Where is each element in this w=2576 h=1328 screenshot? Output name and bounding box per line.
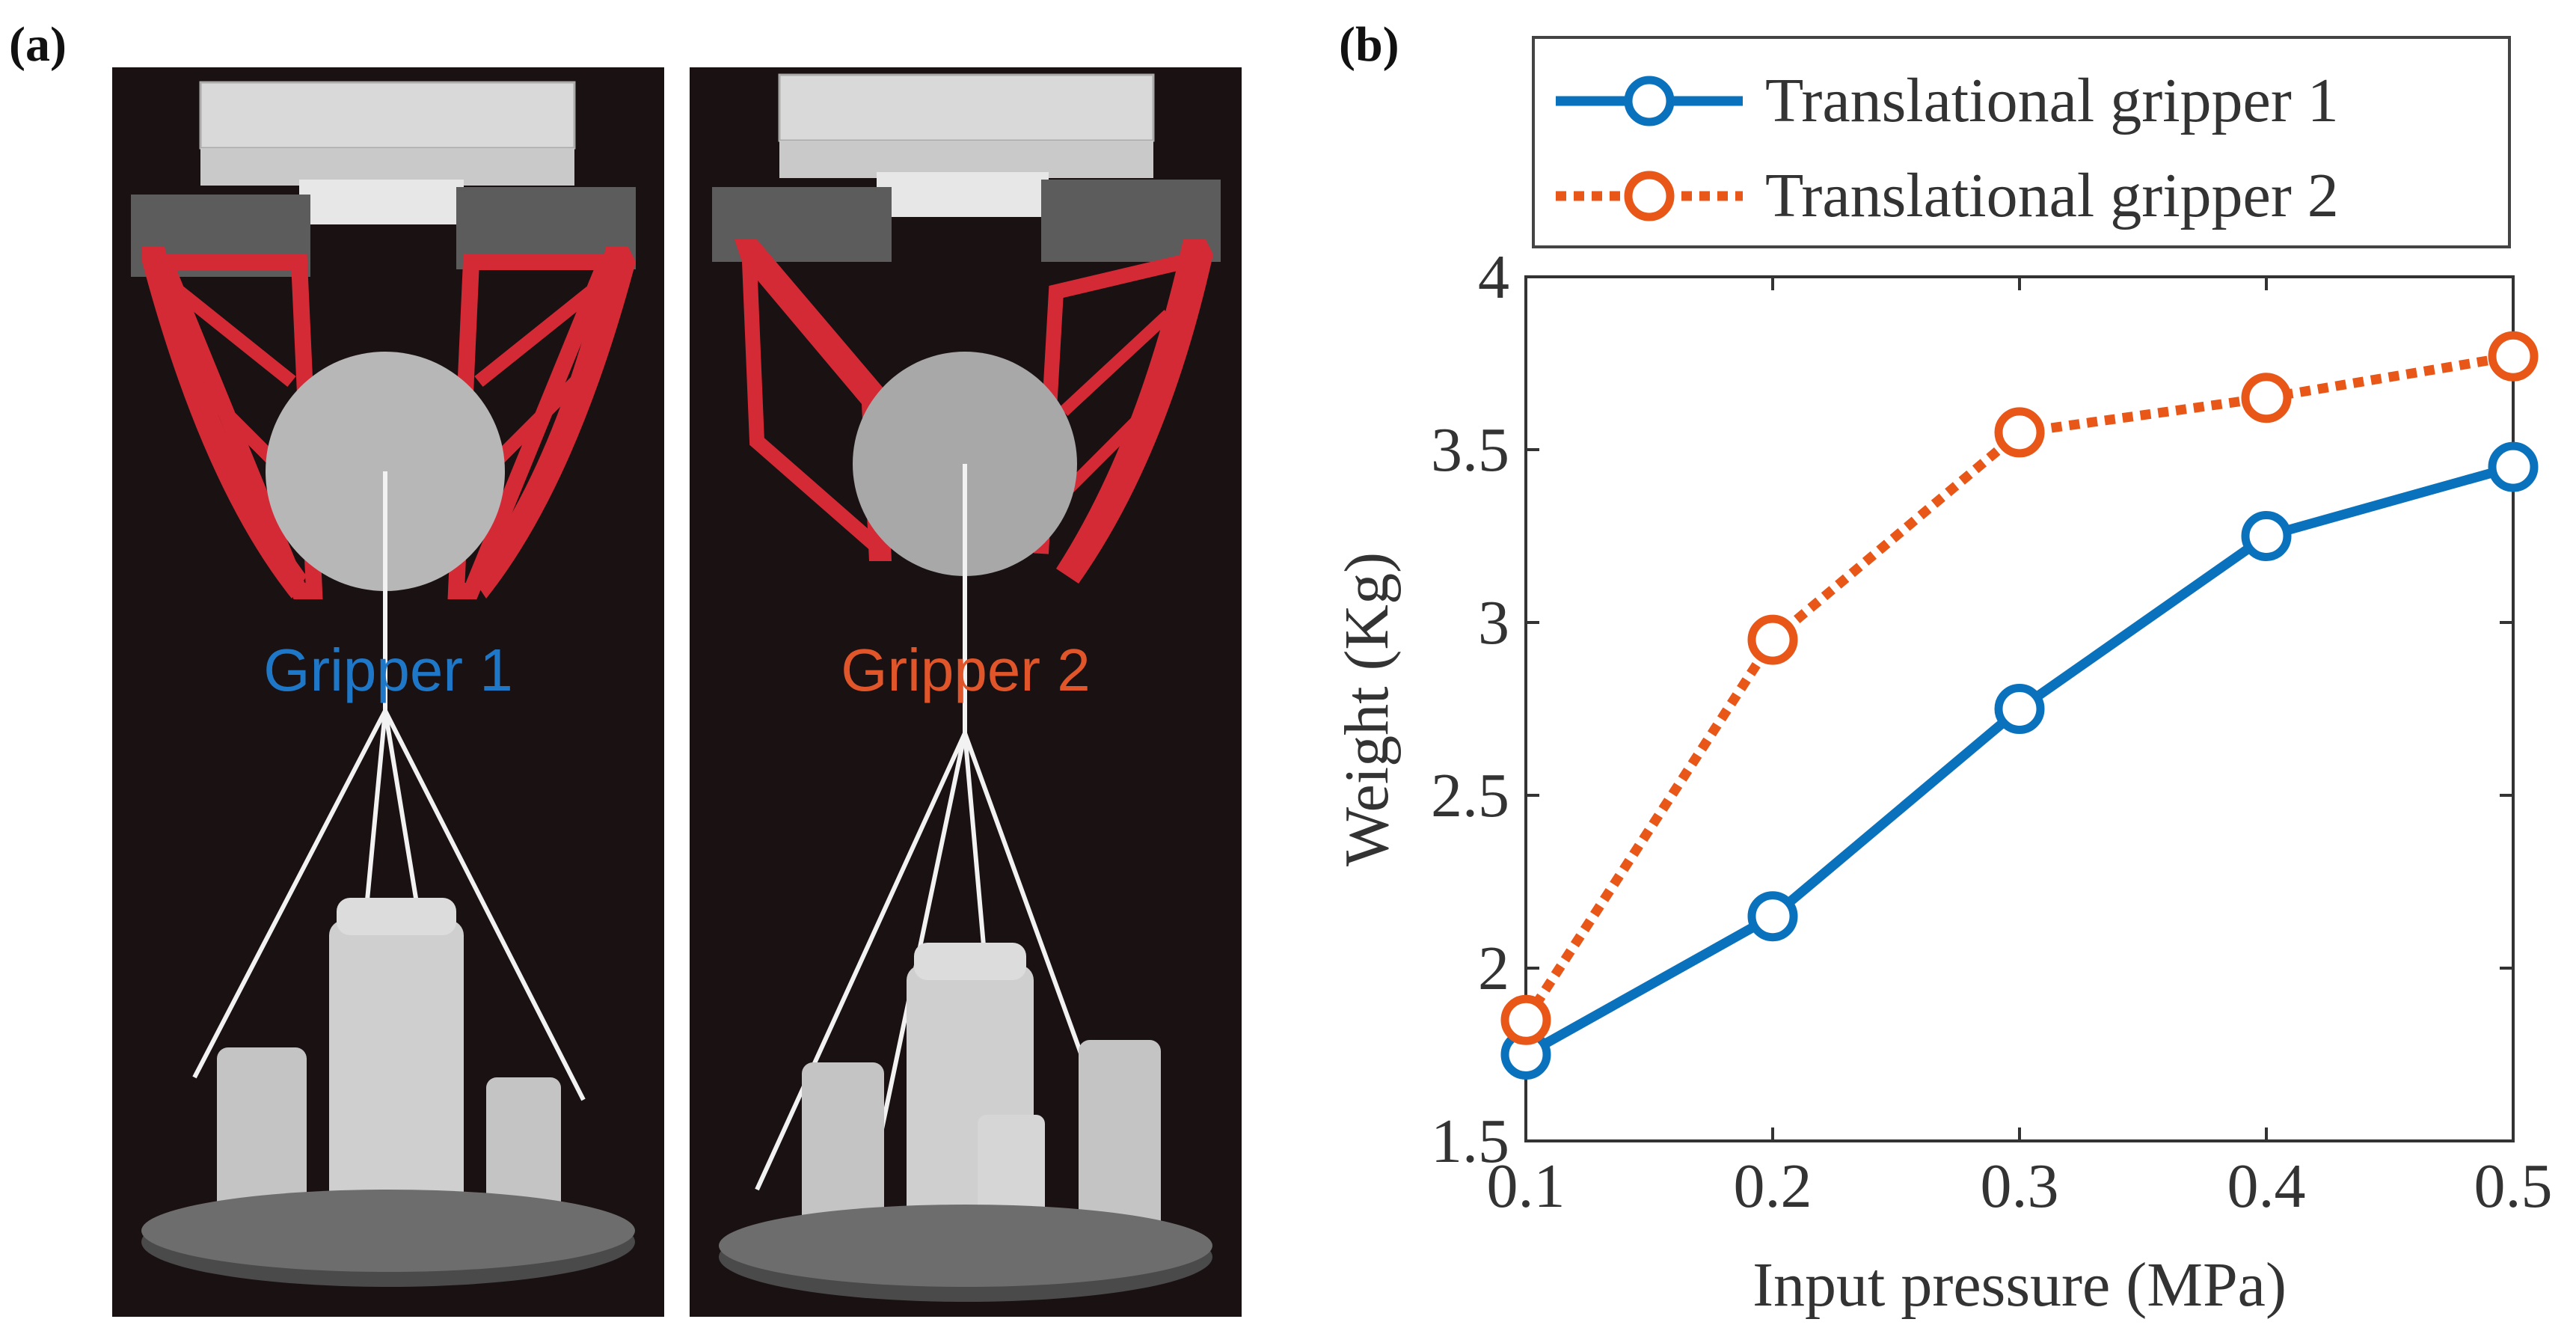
slider-block xyxy=(299,180,464,224)
finger-left-truss xyxy=(152,254,323,599)
panel-label-a: (a) xyxy=(9,17,67,72)
x-tick-label: 0.4 xyxy=(2227,1151,2306,1221)
series-1-point xyxy=(2241,511,2292,561)
photo-gripper-1: Gripper 1 xyxy=(112,67,664,1317)
series-1-point xyxy=(1747,891,1798,942)
finger-right-truss xyxy=(447,254,619,599)
legend-box xyxy=(1532,36,2511,248)
series-2-point xyxy=(1747,614,1798,665)
panel-label-b: (b) xyxy=(1339,17,1399,72)
finger-right-outer xyxy=(471,247,636,599)
series-layer xyxy=(1500,331,2539,1080)
series-2-point xyxy=(1994,407,2045,458)
y-tick-label: 3 xyxy=(1478,588,1509,658)
finger-right-outer xyxy=(1056,239,1213,584)
series-line-1 xyxy=(1523,462,2515,1059)
legend-label-series-2: Translational gripper 2 xyxy=(1765,161,2339,230)
x-tick-label: 0.1 xyxy=(1487,1151,1565,1221)
finger-left-truss xyxy=(742,261,882,552)
photo-gripper-2: Gripper 2 xyxy=(690,67,1242,1317)
finger-left-outer xyxy=(142,247,307,599)
rail-bottom xyxy=(779,141,1153,178)
gripper-1-caption: Gripper 1 xyxy=(263,637,513,703)
series-2-point xyxy=(2241,373,2292,423)
y-tick-label: 3.5 xyxy=(1431,415,1509,485)
x-axis-label: Input pressure (MPa) xyxy=(1752,1250,2287,1320)
x-tick-label: 0.2 xyxy=(1734,1151,1812,1221)
y-tick-label: 4 xyxy=(1478,242,1509,312)
slider-block xyxy=(877,172,1049,217)
ticks: 0.1 0.2 0.3 0.4 0.5 1.5 2 2.5 3 3.5 4 xyxy=(1431,242,2553,1221)
gripper-2-caption: Gripper 2 xyxy=(841,637,1091,703)
x-tick-label: 0.5 xyxy=(2474,1151,2553,1221)
rail xyxy=(199,81,576,150)
gripper-2-illustration xyxy=(712,73,1221,1302)
y-tick-label: 2 xyxy=(1478,934,1509,1003)
legend-marker-series-1 xyxy=(1624,76,1675,126)
rail-bottom xyxy=(200,148,574,186)
y-tick-label: 2.5 xyxy=(1431,761,1509,830)
weight-small-left xyxy=(217,1047,307,1234)
weight-small-left xyxy=(802,1062,884,1234)
x-tick-label: 0.3 xyxy=(1981,1151,2059,1221)
legend-marker-series-2 xyxy=(1624,171,1675,221)
weight-small-right xyxy=(1079,1040,1161,1234)
y-tick-label: 1.5 xyxy=(1431,1107,1509,1176)
weight-large xyxy=(329,920,464,1234)
rail xyxy=(778,73,1155,142)
y-axis-label: Weight (Kg) xyxy=(1332,552,1402,866)
series-1-point xyxy=(1994,684,2045,734)
series-2-point xyxy=(2488,331,2539,382)
legend: Translational gripper 1 Translational gr… xyxy=(1532,36,2511,248)
legend-label-series-1: Translational gripper 1 xyxy=(1765,66,2339,135)
series-1-point xyxy=(2488,441,2539,492)
series-2-point xyxy=(1500,994,1551,1045)
gripper-1-illustration xyxy=(131,81,636,1287)
